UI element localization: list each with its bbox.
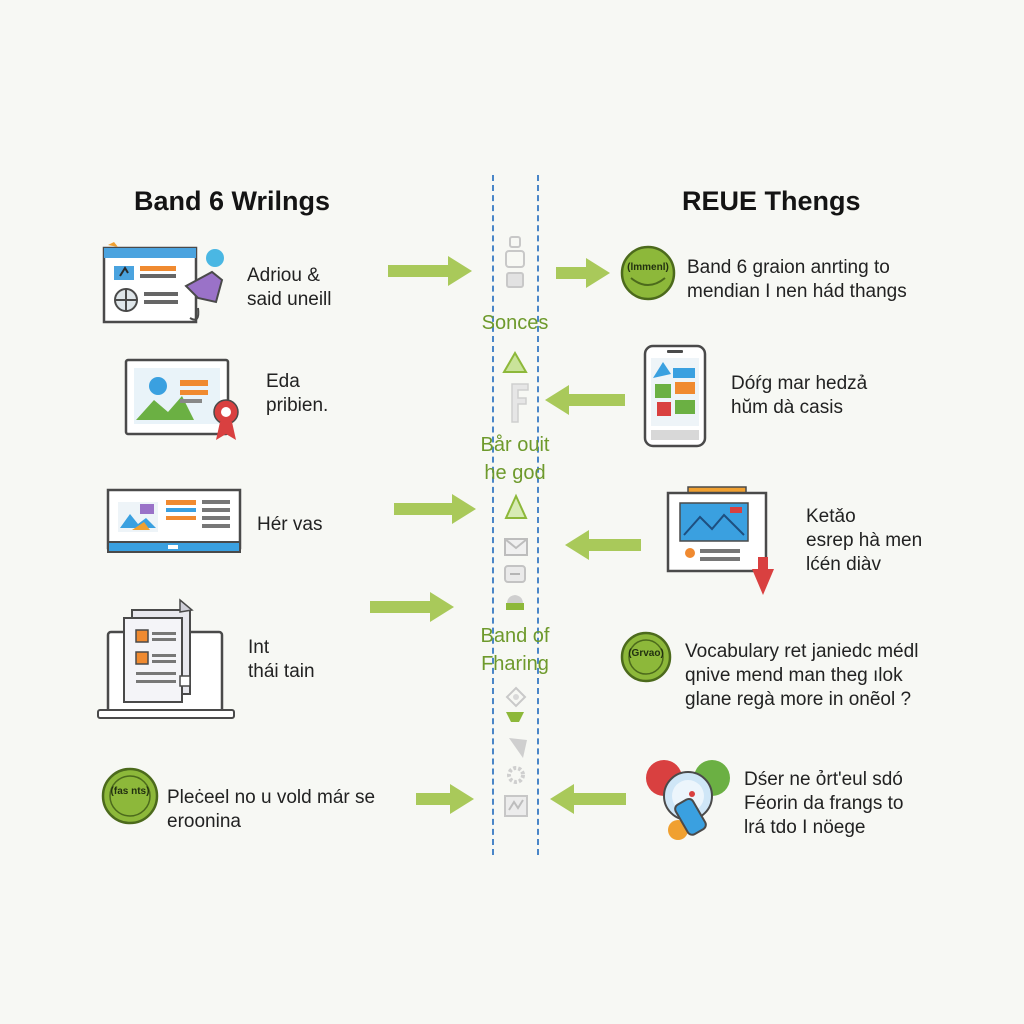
- green-bar-icon: [506, 712, 524, 722]
- left-item-5-text: Pleċeel no u vold már se eroonina: [167, 787, 376, 832]
- robot-icon: [505, 236, 525, 288]
- laptop-document-icon: [97, 598, 235, 719]
- cloud-green-icon: [506, 595, 524, 610]
- colorful-bubbles-icon: [646, 760, 730, 840]
- center-dashed-line-left: [492, 175, 494, 855]
- right-badge-2-text: (Grvao): [628, 648, 664, 659]
- right-badge-1-text: (lmmenl): [627, 262, 669, 273]
- arrow-right-5: [416, 784, 474, 814]
- right-item-4-text: Vocabulary ret janiedc médl qnive mend m…: [685, 641, 919, 710]
- triangle-up-icon: [502, 351, 528, 373]
- letter-f-icon: [511, 383, 529, 423]
- arrow-right-1: [388, 256, 472, 286]
- arrow-right-2: [556, 258, 610, 288]
- triangle-up-icon: [504, 493, 528, 519]
- right-item-1-text: Band 6 graion anrting to mendian I nen h…: [687, 257, 907, 302]
- right-item-2-text: Dóŕg mar hedzả hŭm dà casis: [731, 373, 868, 418]
- diamond-icon: [505, 686, 527, 708]
- box-icon: [504, 795, 528, 817]
- left-item-4-text: Int thái tain: [248, 637, 315, 682]
- right-column-title: REUE Thengs: [682, 186, 861, 216]
- left-badge-text: (fas nts): [110, 786, 150, 797]
- inbox-icon: [504, 565, 526, 583]
- left-item-2-text: Eda pribien.: [266, 371, 329, 416]
- center-label-2: Bår ouit he god: [480, 434, 550, 484]
- arrow-left-2: [565, 530, 641, 560]
- center-dashed-line-right: [537, 175, 539, 855]
- flag-icon: [509, 738, 527, 758]
- envelope-icon: [504, 538, 528, 556]
- mobile-phone-icon: [643, 344, 707, 448]
- green-badge-icon: [620, 631, 672, 683]
- left-item-3-text: Hér vas: [257, 514, 323, 535]
- right-item-3-text: Ketǎo esrep hà men lćén diàv: [806, 506, 923, 575]
- arrow-right-3: [394, 494, 476, 524]
- right-item-5-text: Dśer ne ỏrt'eul sdó Féorin da frangs to …: [744, 769, 904, 838]
- arrow-right-4: [370, 592, 454, 622]
- green-badge-icon: [620, 245, 676, 301]
- green-badge-icon: [101, 767, 159, 825]
- left-column-title: Band 6 Wrilngs: [134, 186, 331, 216]
- image-frame-download-icon: [666, 486, 774, 595]
- browser-window-icon: [102, 242, 224, 324]
- arrow-left-1: [545, 385, 625, 415]
- center-label-3: Band of Fharing: [480, 625, 550, 675]
- laptop-dashboard-icon: [106, 488, 242, 553]
- gear-icon: [507, 766, 525, 784]
- arrow-left-3: [550, 784, 626, 814]
- center-label-1: Sonces: [481, 312, 549, 334]
- monitor-award-icon: [124, 358, 239, 440]
- left-item-1-text: Adriou & said uneill: [247, 265, 332, 310]
